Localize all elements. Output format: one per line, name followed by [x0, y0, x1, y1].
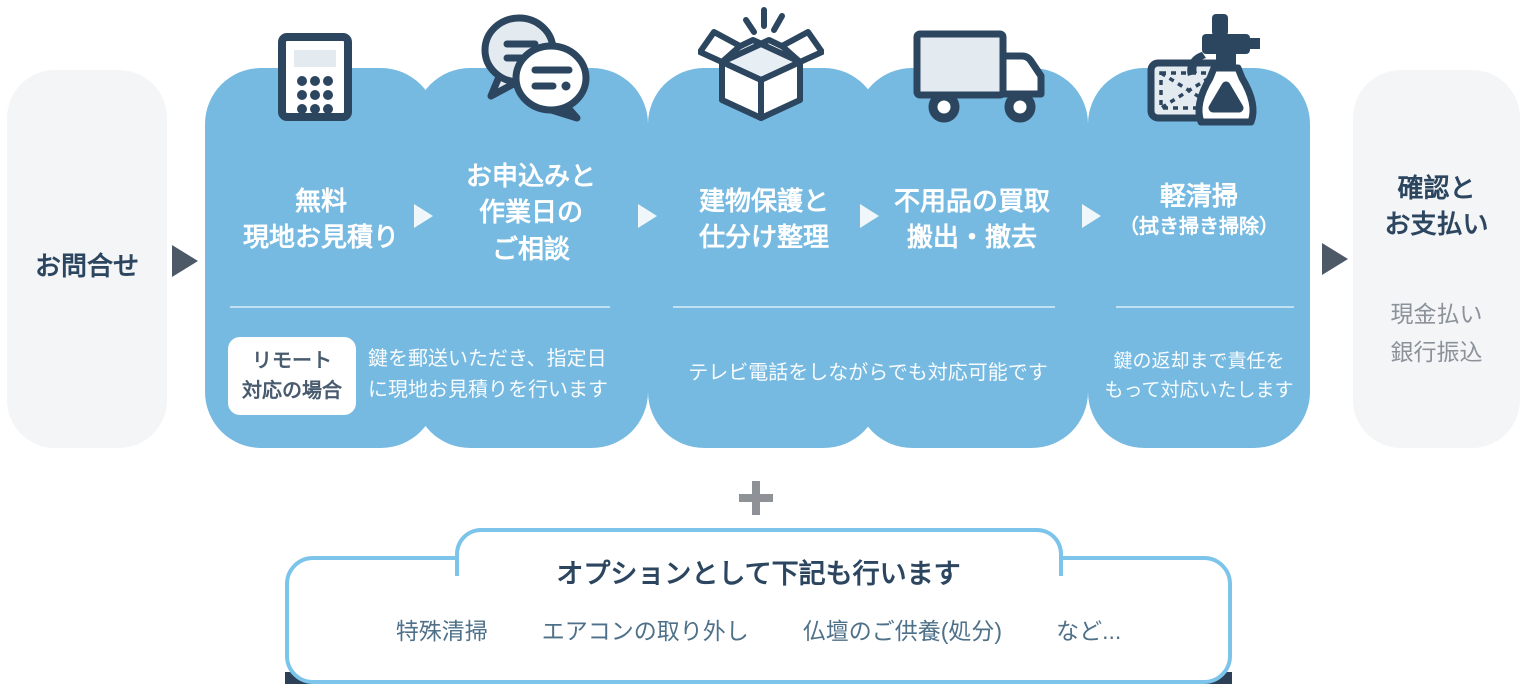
step-title-2: お申込みと 作業日の ご相談: [465, 161, 596, 264]
payment-methods: 現金払い 銀行振込: [1390, 301, 1483, 365]
step-title-3: 建物保護と 仕分け整理: [698, 186, 829, 253]
option-item: 特殊清掃: [395, 618, 488, 644]
divider: [673, 306, 1055, 308]
options-title: オプションとして下記も行います: [556, 559, 961, 589]
remote-note: 鍵を郵送いただき、指定日 に現地お見積りを行います: [368, 348, 608, 401]
open-box-icon: [698, 7, 824, 121]
option-item: など...: [1056, 618, 1122, 644]
arrow-icon: [1322, 243, 1348, 275]
calculator-icon: [278, 33, 352, 121]
options-box-tab: [455, 528, 1063, 576]
options-list: 特殊清掃 エアコンの取り外し 仏壇のご供養(処分) など...: [285, 612, 1232, 646]
step-card-2: [414, 68, 648, 448]
step-card-4: [856, 68, 1088, 448]
chat-bubbles-icon: [481, 14, 590, 122]
start-box: お問合せ: [7, 70, 167, 448]
option-item: 仏壇のご供養(処分): [802, 618, 1003, 644]
arrow-icon: [172, 245, 198, 277]
end-box: 確認と お支払い 現金払い 銀行振込: [1353, 70, 1520, 448]
step-title-5: 軽清掃: [1159, 181, 1238, 211]
option-item: エアコンの取り外し: [541, 618, 749, 644]
plus-icon: [739, 481, 773, 515]
arrow-icon: [638, 204, 657, 228]
truck-icon: [913, 30, 1045, 123]
end-title: 確認と お支払い: [1384, 173, 1489, 240]
key-return-note: 鍵の返却まで責任を もって対応いたします: [1104, 351, 1294, 402]
arrow-icon: [1082, 204, 1101, 228]
spray-bottle-icon: [1147, 14, 1260, 126]
step-subtitle-5: （拭き掃き掃除）: [1119, 216, 1279, 238]
step-title-1: 無料 現地お見積り: [242, 186, 399, 253]
step-card-5: [1088, 68, 1310, 448]
arrow-icon: [860, 204, 879, 228]
remote-badge: リモート 対応の場合: [228, 337, 356, 415]
divider: [230, 306, 610, 308]
step-card-3: [648, 68, 880, 448]
arrow-icon: [414, 204, 433, 228]
divider: [1116, 306, 1294, 308]
video-call-note: テレビ電話をしながらでも対応可能です: [688, 362, 1048, 384]
step-title-4: 不用品の買取 搬出・撤去: [893, 186, 1050, 253]
start-label: お問合せ: [34, 251, 139, 281]
